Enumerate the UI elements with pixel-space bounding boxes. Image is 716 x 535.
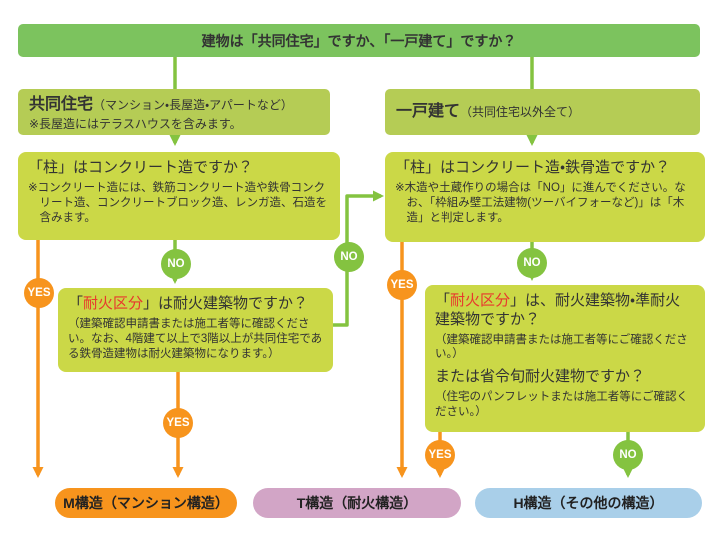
right-pillar-question-box: 「柱」はコンクリート造・鉄骨造ですか？ ※木造や土蔵作りの場合は「NO」に進んで… — [385, 152, 705, 242]
left-type-note: ※長屋造にはテラスハウスを含みます。 — [29, 117, 242, 131]
left-fire-yes-badge: YES — [163, 408, 193, 438]
yes-label: YES — [428, 449, 452, 461]
yes-label: YES — [166, 417, 190, 429]
right-fire-question-title2: または省令旬耐火建物ですか？ — [435, 368, 646, 386]
left-fire-title-prefix: 「 — [68, 295, 84, 312]
right-type-title: 一戸建て — [396, 103, 461, 120]
left-pillar-question-box: 「柱」はコンクリート造ですか？ ※コンクリート造には、鉄筋コンクリート造や鉄骨コ… — [18, 152, 340, 240]
no-label: NO — [340, 251, 358, 263]
left-fire-title-suffix: 」は耐火建築物ですか？ — [143, 295, 309, 312]
result-t-label: T構造（耐火構造） — [296, 495, 418, 511]
no-label: NO — [167, 258, 185, 270]
right-fire-question-box: 「耐火区分」は、耐火建築物・準耐火建築物ですか？ （建築確認申請書または施工者等… — [425, 285, 705, 432]
left-fire-question-note: （建築確認申請書または施工者等に確認ください。なお、4階建て以上で3階以上が共同… — [68, 317, 323, 360]
yes-label: YES — [27, 287, 51, 299]
right-pillar-question-note: ※木造や土蔵作りの場合は「NO」に進んでください。なお、「枠組み壁工法建物(ツー… — [395, 181, 686, 225]
left-fire-no-badge: NO — [334, 242, 364, 272]
right-type-box-detached: 一戸建て（共同住宅以外全て） — [385, 89, 700, 135]
right-pillar-no-badge: NO — [517, 248, 547, 278]
right-type-subtitle: （共同住宅以外全て） — [460, 105, 581, 119]
right-pillar-yes-badge: YES — [387, 270, 417, 300]
header-question-box: 建物は「共同住宅」ですか、「一戸建て」ですか？ — [18, 24, 700, 57]
yes-label: YES — [390, 279, 414, 291]
no-label: NO — [619, 449, 637, 461]
header-question-label: 建物は「共同住宅」ですか、「一戸建て」ですか？ — [201, 32, 517, 49]
right-fire-question-note1: （建築確認申請書または施工者等にご確認ください。） — [435, 333, 688, 361]
right-fire-yes-badge: YES — [425, 440, 455, 470]
result-m-label: M構造（マンション構造） — [63, 495, 229, 511]
left-pillar-question-note: ※コンクリート造には、鉄筋コンクリート造や鉄骨コンクリート造、コンクリートブロッ… — [28, 181, 327, 225]
result-h-structure: H構造（その他の構造） — [475, 488, 702, 518]
right-fire-no-badge: NO — [613, 440, 643, 470]
left-fire-title-red: 耐火区分 — [83, 295, 144, 312]
result-h-label: H構造（その他の構造） — [513, 495, 664, 511]
result-m-structure: M構造（マンション構造） — [55, 488, 237, 518]
left-pillar-question-title: 「柱」はコンクリート造ですか？ — [28, 159, 254, 176]
right-fire-question-note2: （住宅のパンフレットまたは施工者等にご確認ください。） — [435, 391, 688, 419]
left-fire-question-box: 「耐火区分」は耐火建築物ですか？ （建築確認申請書または施工者等に確認ください。… — [58, 288, 333, 372]
result-t-structure: T構造（耐火構造） — [253, 488, 461, 518]
left-pillar-no-badge: NO — [161, 249, 191, 279]
left-type-title: 共同住宅 — [29, 96, 94, 113]
no-label: NO — [523, 257, 541, 269]
right-fire-title-prefix: 「 — [435, 292, 451, 309]
left-pillar-yes-badge: YES — [24, 278, 54, 308]
right-fire-title-red: 耐火区分 — [450, 292, 511, 309]
right-pillar-question-title: 「柱」はコンクリート造・鉄骨造ですか？ — [395, 159, 671, 176]
left-type-subtitle: （マンション・長屋造・アパートなど） — [93, 98, 293, 112]
left-type-box-apartment: 共同住宅（マンション・長屋造・アパートなど） ※長屋造にはテラスハウスを含みます… — [18, 89, 330, 135]
right-fire-title-suffix: 」は、耐火建築物・準耐火建築物ですか？ — [435, 292, 681, 328]
